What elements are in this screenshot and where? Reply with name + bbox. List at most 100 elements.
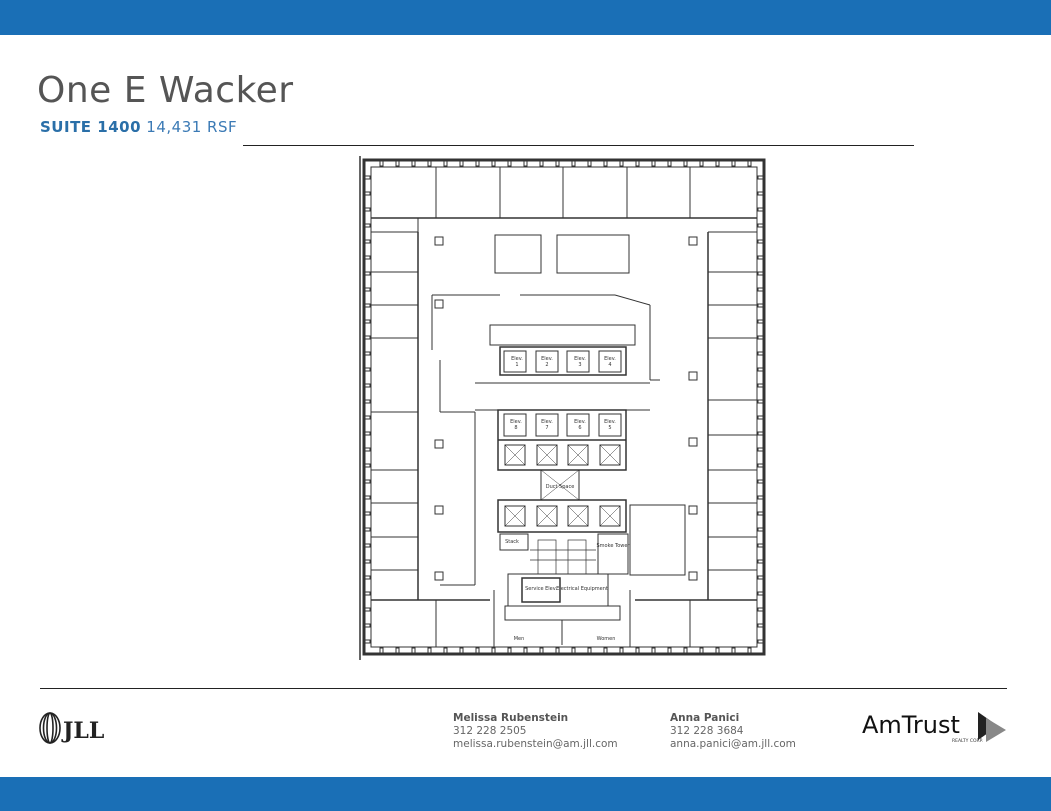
elevator-car <box>535 350 559 373</box>
window-mullion <box>757 543 764 548</box>
electrical-equipment-label: Electrical Equipment <box>556 586 608 592</box>
elevator-shaft <box>536 444 558 466</box>
window-mullion <box>555 647 560 654</box>
window-mullion <box>364 399 371 404</box>
elev-1-label: Elev.1 <box>511 356 523 368</box>
duct-space <box>540 469 580 501</box>
elevator-car <box>566 350 590 373</box>
window-mullion <box>364 207 371 212</box>
elev-8-label: Elev.8 <box>510 419 522 431</box>
elevator-car <box>503 350 527 373</box>
window-mullion <box>651 647 656 654</box>
window-mullion <box>364 591 371 596</box>
service-elevator <box>521 577 561 603</box>
jll-logo: JLL <box>38 711 118 749</box>
window-mullion <box>757 399 764 404</box>
elevator-shaft <box>567 444 589 466</box>
window-mullion <box>619 160 624 167</box>
window-mullion <box>475 647 480 654</box>
window-mullion <box>757 223 764 228</box>
elev-6-label: Elev.6 <box>574 419 586 431</box>
window-mullion <box>475 160 480 167</box>
contact-card: Anna Panici 312 228 3684 anna.panici@am.… <box>670 712 796 751</box>
window-mullion <box>635 647 640 654</box>
window-mullion <box>411 647 416 654</box>
contact-email[interactable]: anna.panici@am.jll.com <box>670 738 796 750</box>
window-mullion <box>364 607 371 612</box>
window-mullion <box>757 351 764 356</box>
window-mullion <box>443 160 448 167</box>
amtrust-subtitle: REALTY CORP. <box>952 738 983 744</box>
window-mullion <box>523 647 528 654</box>
window-mullion <box>364 351 371 356</box>
window-mullion <box>757 463 764 468</box>
window-mullion <box>757 591 764 596</box>
elevator-car <box>503 413 527 437</box>
amtrust-wordmark: AmTrust <box>862 711 960 739</box>
window-mullion <box>757 175 764 180</box>
stack-room <box>499 533 529 551</box>
contact-name: Anna Panici <box>670 712 740 724</box>
window-mullion <box>364 255 371 260</box>
window-mullion <box>571 160 576 167</box>
exterior-wall <box>362 158 766 656</box>
window-mullion <box>364 431 371 436</box>
window-mullion <box>757 447 764 452</box>
window-mullion <box>364 383 371 388</box>
window-mullion <box>757 335 764 340</box>
window-mullion <box>491 160 496 167</box>
window-mullion <box>587 160 592 167</box>
elevator-shaft <box>536 505 558 527</box>
window-mullion <box>379 647 384 654</box>
window-mullion <box>443 647 448 654</box>
column <box>688 571 698 581</box>
elev-2-label: Elev.2 <box>541 356 553 368</box>
contact-email[interactable]: melissa.rubenstein@am.jll.com <box>453 738 618 750</box>
window-mullion <box>364 319 371 324</box>
window-mullion <box>364 223 371 228</box>
window-mullion <box>757 207 764 212</box>
window-mullion <box>683 160 688 167</box>
smoke-tower-label: Smoke Tower <box>597 543 631 549</box>
column <box>688 236 698 246</box>
column <box>434 299 444 309</box>
top-brand-bar <box>0 0 1051 35</box>
elevator-car <box>598 413 622 437</box>
service-elev-label: Service Elev. <box>525 586 557 592</box>
window-mullion <box>731 160 736 167</box>
window-mullion <box>364 303 371 308</box>
window-mullion <box>491 647 496 654</box>
smoke-tower-room <box>597 533 629 575</box>
column <box>688 371 698 381</box>
contact-name: Melissa Rubenstein <box>453 712 569 724</box>
window-mullion <box>757 607 764 612</box>
window-mullion <box>757 383 764 388</box>
window-mullion <box>757 479 764 484</box>
window-mullion <box>757 559 764 564</box>
top-offices <box>371 167 757 219</box>
window-mullion <box>619 647 624 654</box>
window-mullion <box>587 647 592 654</box>
elevator-shaft <box>567 505 589 527</box>
window-mullion <box>715 160 720 167</box>
window-mullion <box>459 647 464 654</box>
window-mullion <box>395 160 400 167</box>
women-restroom-label: Women <box>597 636 616 642</box>
suite-subtitle: SUITE 1400 14,431 RSF <box>40 118 237 136</box>
bottom-offices <box>371 590 757 647</box>
column <box>434 439 444 449</box>
elev-3-label: Elev.3 <box>574 356 586 368</box>
window-mullion <box>507 160 512 167</box>
upper-core-rooms <box>417 218 651 350</box>
interior-wall-line <box>370 166 758 648</box>
window-mullion <box>757 255 764 260</box>
elevator-shaft <box>504 444 526 466</box>
window-mullion <box>757 639 764 644</box>
elev-4-label: Elev.4 <box>604 356 616 368</box>
stack-label: Stack <box>505 539 519 545</box>
window-mullion <box>395 647 400 654</box>
window-mullion <box>459 160 464 167</box>
window-mullion <box>379 160 384 167</box>
window-mullion <box>699 647 704 654</box>
window-mullion <box>757 271 764 276</box>
